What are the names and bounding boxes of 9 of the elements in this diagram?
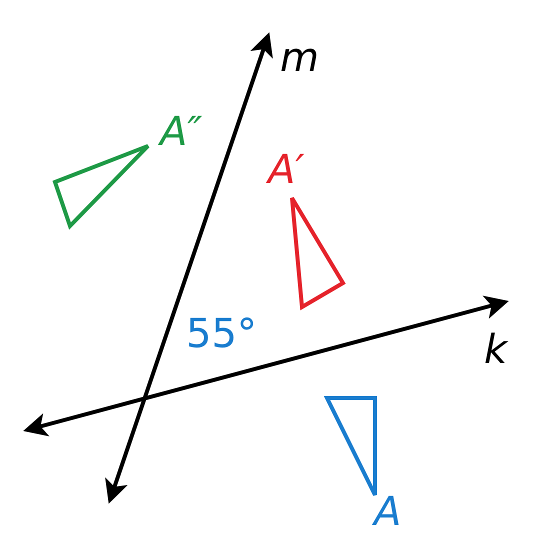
triangle [324,396,377,497]
line-label: k [484,330,508,370]
triangle [52,144,150,230]
vertex-label: A′ [268,150,304,190]
angle-label: 55° [186,314,257,354]
vertex-label: A [374,492,402,532]
line-label: m [280,38,319,78]
vertex-label: A″ [160,112,202,152]
triangle [290,196,346,310]
